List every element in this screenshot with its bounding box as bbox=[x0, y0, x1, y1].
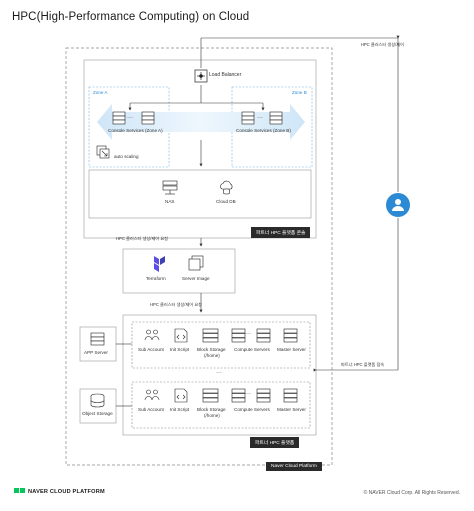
access-label: 파트너 HPC 플랫폼 접속 bbox=[341, 362, 385, 367]
compute-server-icon bbox=[256, 328, 271, 343]
partner-platform-tag: 파트너 HPC 플랫폼 bbox=[250, 437, 300, 448]
cluster-control-label: HPC 클러스터 생성/제어 bbox=[360, 42, 404, 47]
block-storage-label: Block Storage bbox=[197, 407, 226, 412]
cluster-1-box bbox=[131, 321, 311, 369]
cloud-db-icon bbox=[220, 180, 233, 195]
compute-servers-label: Compute Servers bbox=[234, 347, 270, 352]
zone-b-label: Zone B bbox=[292, 90, 307, 95]
nas-label: NAS bbox=[165, 199, 175, 204]
block-storage-path-label: (/home) bbox=[204, 353, 220, 358]
init-script-label: Init Script bbox=[170, 407, 190, 412]
storage-box bbox=[88, 169, 312, 219]
master-server-label: Master Server bbox=[277, 407, 306, 412]
object-storage-icon bbox=[90, 393, 105, 408]
block-storage-path-label: (/home) bbox=[204, 413, 220, 418]
compute-servers-label: Compute Servers bbox=[234, 407, 270, 412]
server-image-icon bbox=[188, 255, 204, 271]
load-balancer-icon bbox=[194, 69, 208, 83]
zone-b-ellipsis: ··· bbox=[257, 115, 263, 121]
nas-icon bbox=[162, 180, 178, 195]
compute-ellipsis: ··· bbox=[245, 391, 251, 397]
ncp-tag: Naver Cloud Platform bbox=[266, 462, 322, 471]
cluster-ellipsis: ··· bbox=[216, 370, 222, 376]
object-storage-label: Object Storage bbox=[82, 411, 113, 416]
sub-account-icon bbox=[144, 329, 160, 341]
master-server-label: Master Server bbox=[277, 347, 306, 352]
compute-server-icon bbox=[231, 328, 246, 343]
ncp-boundary bbox=[65, 47, 333, 466]
compute-server-icon bbox=[256, 388, 271, 403]
auto-scaling-label: auto scaling bbox=[114, 154, 139, 159]
block-storage-icon bbox=[202, 388, 219, 403]
footer-logo: NAVER CLOUD PLATFORM bbox=[28, 489, 105, 495]
cloud-db-label: Cloud DB bbox=[216, 199, 236, 204]
terraform-icon bbox=[154, 256, 165, 272]
init-script-icon bbox=[174, 388, 188, 403]
console-b-label: Console Services (Zone B) bbox=[236, 128, 291, 133]
sub-account-label: Sub Account bbox=[138, 407, 164, 412]
naver-logo-icon bbox=[14, 488, 25, 493]
app-server-icon bbox=[90, 332, 105, 346]
provision-box bbox=[122, 248, 236, 294]
zone-a-label: Zone A bbox=[93, 90, 108, 95]
server-image-label: Server Image bbox=[182, 276, 210, 281]
server-icon bbox=[241, 111, 255, 125]
request-label-1: HPC 클러스터 생성/제어 요청 bbox=[116, 236, 169, 241]
compute-server-icon bbox=[231, 388, 246, 403]
footer-copyright: © NAVER Cloud Corp. All Rights Reserved. bbox=[363, 490, 460, 496]
auto-scaling-icon bbox=[96, 145, 110, 159]
master-server-icon bbox=[283, 328, 298, 343]
master-server-icon bbox=[283, 388, 298, 403]
server-icon bbox=[112, 111, 126, 125]
init-script-icon bbox=[174, 328, 188, 343]
zone-a-ellipsis: ··· bbox=[127, 115, 133, 121]
block-storage-icon bbox=[202, 328, 219, 343]
partner-console-tag: 파트너 HPC 플랫폼 콘솔 bbox=[251, 227, 311, 238]
user-icon bbox=[386, 193, 410, 217]
sub-account-icon bbox=[144, 389, 160, 401]
sub-account-label: Sub Account bbox=[138, 347, 164, 352]
init-script-label: Init Script bbox=[170, 347, 190, 352]
load-balancer-label: Load Balancer bbox=[209, 72, 242, 78]
request-label-2: HPC 클러스터 생성/제어 요청 bbox=[150, 302, 203, 307]
block-storage-label: Block Storage bbox=[197, 347, 226, 352]
page-title: HPC(High-Performance Computing) on Cloud bbox=[12, 11, 250, 23]
app-server-label: APP Server bbox=[84, 350, 108, 355]
terraform-label: Terraform bbox=[146, 276, 166, 281]
server-icon bbox=[141, 111, 155, 125]
compute-ellipsis: ··· bbox=[245, 331, 251, 337]
server-icon bbox=[269, 111, 283, 125]
cluster-2-box bbox=[131, 381, 311, 429]
console-a-label: Console Services (Zone A) bbox=[108, 128, 163, 133]
